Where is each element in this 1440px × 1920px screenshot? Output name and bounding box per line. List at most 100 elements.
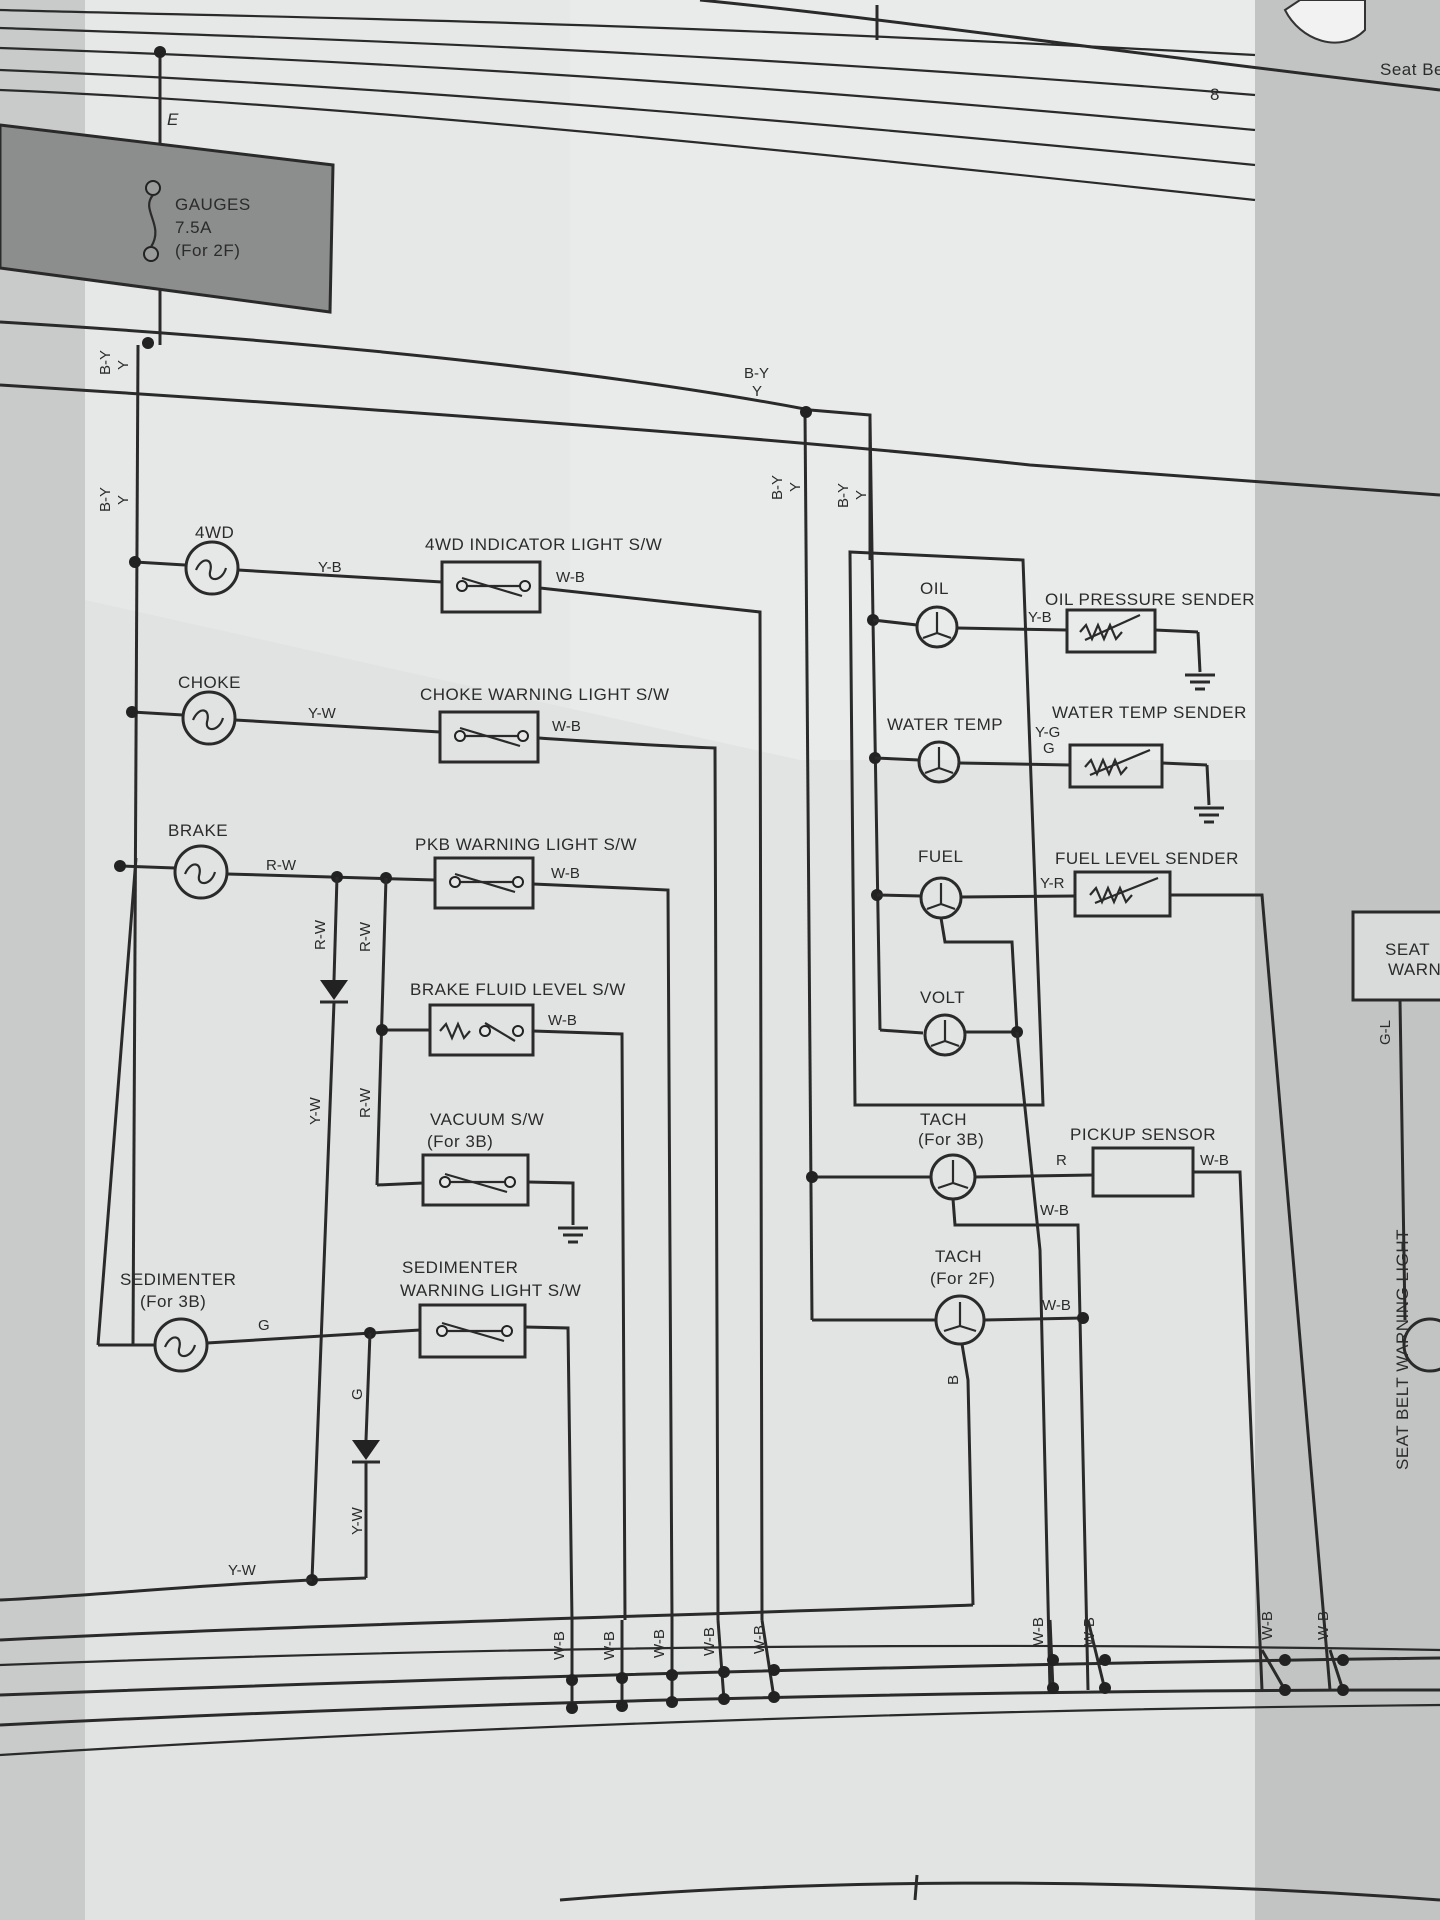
wire-label-gl: G-L (1377, 1020, 1394, 1045)
fuel-level-sender: FUEL LEVEL SENDER Y-R (1040, 849, 1332, 1691)
volt-ground-wire (1015, 1031, 1052, 1691)
fuel-gauge-label: FUEL (918, 847, 963, 866)
brake-lamp-label: BRAKE (168, 821, 228, 840)
wire-label-yg: Y-G (1035, 724, 1060, 741)
water-temp-sender: WATER TEMP SENDER Y-G G (1035, 703, 1247, 824)
wire-label-rw-v3: R-W (357, 1087, 374, 1118)
fuse-name: GAUGES (175, 195, 251, 214)
wire-label-by-top: B-Y (744, 365, 769, 382)
wire-label-wb-b3: W-B (651, 1629, 668, 1658)
fuel-level-sender-label: FUEL LEVEL SENDER (1055, 849, 1239, 868)
wire-label-wb-pickup: W-B (1200, 1152, 1229, 1169)
wire-label-wb-fluid: W-B (548, 1012, 577, 1029)
wire-label-wb-b4: W-B (701, 1627, 718, 1656)
top-harness-lines (0, 0, 1440, 202)
vacuum-switch-label: VACUUM S/W (430, 1110, 544, 1129)
oil-gauge-label: OIL (920, 579, 949, 598)
sedimenter-switch-label-1: SEDIMENTER (402, 1258, 518, 1277)
seat-box-line2: WARN (1388, 960, 1440, 979)
wire-label-wb-tach3b: W-B (1040, 1202, 1069, 1219)
wire-label-wb-b7: W-B (1081, 1617, 1098, 1646)
page-number: 8 (1210, 85, 1220, 104)
tach-3b-label: TACH (920, 1110, 967, 1129)
tach-3b-circuit: TACH (For 3B) PICKUP SENSOR R W-B W-B (806, 1110, 1264, 1691)
wire-label-wb-b1: W-B (551, 1631, 568, 1660)
wire-label-yw-choke: Y-W (308, 705, 337, 722)
fuse-note: (For 2F) (175, 241, 240, 260)
wire-label-wb-b9: W-B (1315, 1611, 1332, 1640)
volt-gauge-icon (923, 1013, 967, 1057)
gauges-fuse-box: GAUGES 7.5A (For 2F) (0, 123, 335, 314)
volt-gauge-label: VOLT (920, 988, 965, 1007)
wire-label-yw-v2: Y-W (349, 1506, 366, 1535)
tach-2f-circuit: TACH (For 2F) W-B B (0, 1247, 1089, 1642)
bottom-harness-lines (0, 1619, 1440, 1902)
wire-label-wb-pkb: W-B (551, 865, 580, 882)
wire-label-yb-fwd: Y-B (318, 559, 342, 576)
pickup-sensor-label: PICKUP SENSOR (1070, 1125, 1216, 1144)
vacuum-switch-note: (For 3B) (427, 1132, 493, 1151)
water-temp-gauge-label: WATER TEMP (887, 715, 1003, 734)
wire-label-yb-oil: Y-B (1028, 609, 1052, 626)
sedimenter-lamp-note: (For 3B) (140, 1292, 206, 1311)
water-temp-gauge-icon (917, 740, 961, 784)
sedimenter-switch-label-2: WARNING LIGHT S/W (400, 1281, 581, 1300)
sedimenter-lamp-label: SEDIMENTER (120, 1270, 236, 1289)
wire-label-wb-b5: W-B (751, 1625, 768, 1654)
wire-label-b: B (945, 1375, 962, 1385)
wire-label-by-mid1: B-Y (769, 475, 786, 500)
oil-pressure-sender: OIL PRESSURE SENDER Y-B (1028, 590, 1255, 691)
wire-label-y-mid2: Y (853, 490, 870, 500)
choke-lamp-icon (181, 690, 237, 746)
oil-gauge-icon (915, 605, 959, 649)
rw-diode-branch: R-W Y-W (307, 876, 348, 1581)
seat-belt-section: SEAT WARN G-L SEAT BELT WARNING LIGHT (1351, 910, 1440, 1470)
wire-label-wb-choke: W-B (552, 718, 581, 735)
brake-lamp-icon (173, 844, 229, 900)
gauge-cluster: OIL WATER TEMP FUEL VOLT (848, 417, 1076, 1107)
fuse-id: E (167, 110, 179, 129)
wire-label-yw-bottom: Y-W (228, 1562, 257, 1579)
wire-label-wb-b2: W-B (601, 1631, 618, 1660)
tach-2f-note: (For 2F) (930, 1269, 995, 1288)
choke-lamp-circuit: CHOKE Y-W CHOKE WARNING LIGHT S/W W-B (126, 673, 720, 1621)
fuse-rating: 7.5A (175, 218, 212, 237)
wire-label-y-mid1: Y (787, 482, 804, 492)
fwd-lamp-label: 4WD (195, 523, 234, 542)
seat-belt-header: Seat Be (1380, 60, 1440, 79)
seat-belt-lamp-icon (1402, 1317, 1440, 1373)
wire-label-y-top: Y (752, 383, 762, 400)
oil-pressure-sender-label: OIL PRESSURE SENDER (1045, 590, 1255, 609)
fwd-switch-label: 4WD INDICATOR LIGHT S/W (425, 535, 662, 554)
wire-label-y-left1: Y (115, 360, 132, 370)
water-temp-sender-label: WATER TEMP SENDER (1052, 703, 1247, 722)
wire-label-r: R (1056, 1152, 1067, 1169)
wire-label-y-left2: Y (115, 495, 132, 505)
wire-label-g-v: G (349, 1388, 366, 1400)
fwd-lamp-icon (184, 540, 240, 596)
wire-label-g-water: G (1043, 740, 1055, 757)
wire-label-wb-b8: W-B (1259, 1611, 1276, 1640)
seat-box-line1: SEAT (1385, 940, 1430, 959)
brake-lamp-circuit: BRAKE R-W PKB WARNING LIGHT S/W W-B (114, 821, 674, 1621)
sedimenter-lamp-icon (153, 1317, 209, 1373)
pkb-switch-label: PKB WARNING LIGHT S/W (415, 835, 637, 854)
choke-switch-label: CHOKE WARNING LIGHT S/W (420, 685, 670, 704)
seat-belt-icon (1283, 0, 1366, 44)
wire-label-wb-fwd: W-B (556, 569, 585, 586)
tach-3b-note: (For 3B) (918, 1130, 984, 1149)
wire-label-yw-v1: Y-W (307, 1096, 324, 1125)
wire-label-by-mid2: B-Y (835, 483, 852, 508)
wire-label-rw-v2: R-W (357, 921, 374, 952)
seat-belt-warning-light-label: SEAT BELT WARNING LIGHT (1393, 1229, 1412, 1470)
sedimenter-lamp-circuit: SEDIMENTER (For 3B) G SEDIMENTER WARNING… (0, 857, 581, 1621)
wire-label-by-left2: B-Y (97, 487, 114, 512)
wire-label-by-left1: B-Y (97, 350, 114, 375)
wire-label-yr: Y-R (1040, 875, 1065, 892)
fwd-lamp-circuit: 4WD Y-B 4WD INDICATOR LIGHT S/W W-B (129, 523, 764, 1621)
choke-lamp-label: CHOKE (178, 673, 241, 692)
wire-label-wb-tach2f: W-B (1042, 1297, 1071, 1314)
tach-2f-label: TACH (935, 1247, 982, 1266)
main-bus-wire (131, 344, 140, 1346)
